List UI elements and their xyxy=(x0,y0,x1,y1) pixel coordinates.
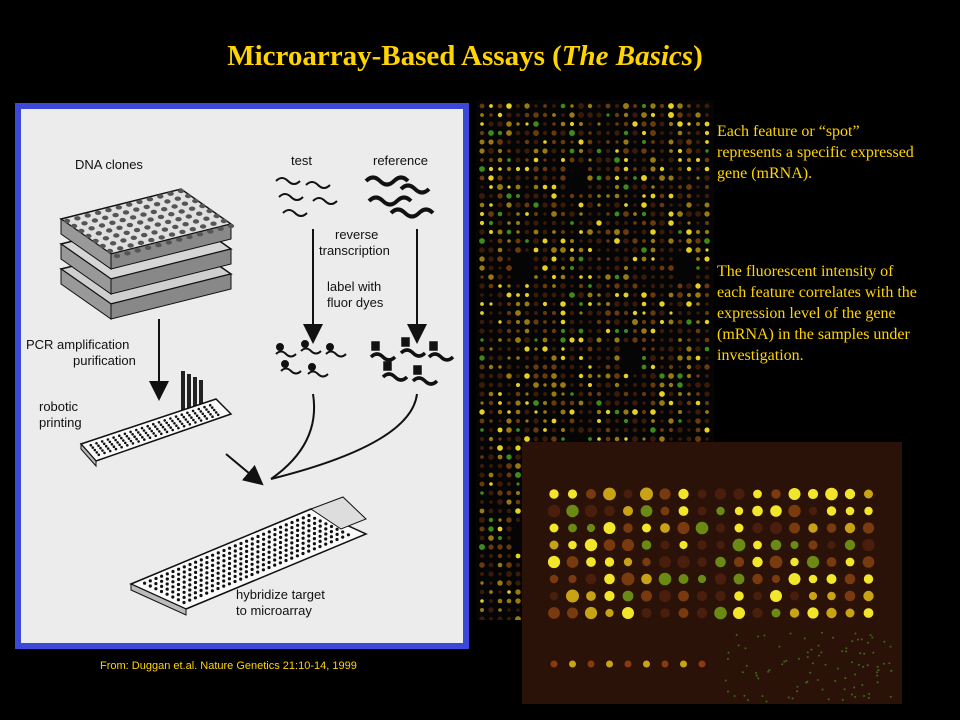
label-printing: printing xyxy=(39,415,82,430)
label-pcr-amplification: PCR amplification xyxy=(26,337,129,352)
label-dna-clones: DNA clones xyxy=(75,157,143,172)
paragraph-spot: Each feature or “spot” represents a spec… xyxy=(717,123,914,182)
test-strands xyxy=(275,177,338,217)
label-robotic: robotic xyxy=(39,399,79,414)
printed-slide xyxy=(79,398,233,468)
print-pins xyxy=(181,371,203,420)
reference-strands xyxy=(364,175,435,219)
label-test: test xyxy=(291,153,312,168)
microarray-zoom-image xyxy=(522,442,902,704)
well-plates xyxy=(59,188,235,320)
diagram-panel: DNA clones test reference reverse xyxy=(15,103,469,649)
label-to-microarray: to microarray xyxy=(236,603,312,618)
paragraph-intensity: The fluorescent intensity of each featur… xyxy=(717,263,917,364)
slide-title: Microarray-Based Assays (The Basics) xyxy=(0,40,930,73)
label-hybridize-target: hybridize target xyxy=(236,587,325,602)
hybridized-slide xyxy=(129,496,368,616)
label-transcription: transcription xyxy=(319,243,390,258)
label-label-with: label with xyxy=(327,279,381,294)
label-purification: purification xyxy=(73,353,136,368)
diagram-figure: DNA clones test reference reverse xyxy=(21,109,463,643)
figure-citation: From: Duggan et.al. Nature Genetics 21:1… xyxy=(100,660,357,672)
labeled-test-cdna xyxy=(275,340,347,378)
title-main: Microarray-Based Assays ( xyxy=(227,40,562,72)
title-close: ) xyxy=(693,40,703,72)
title-italic: The Basics xyxy=(561,40,694,72)
label-reference: reference xyxy=(373,153,428,168)
label-reverse: reverse xyxy=(335,227,378,242)
labeled-reference-cdna xyxy=(369,337,455,386)
label-fluor-dyes: fluor dyes xyxy=(327,295,384,310)
